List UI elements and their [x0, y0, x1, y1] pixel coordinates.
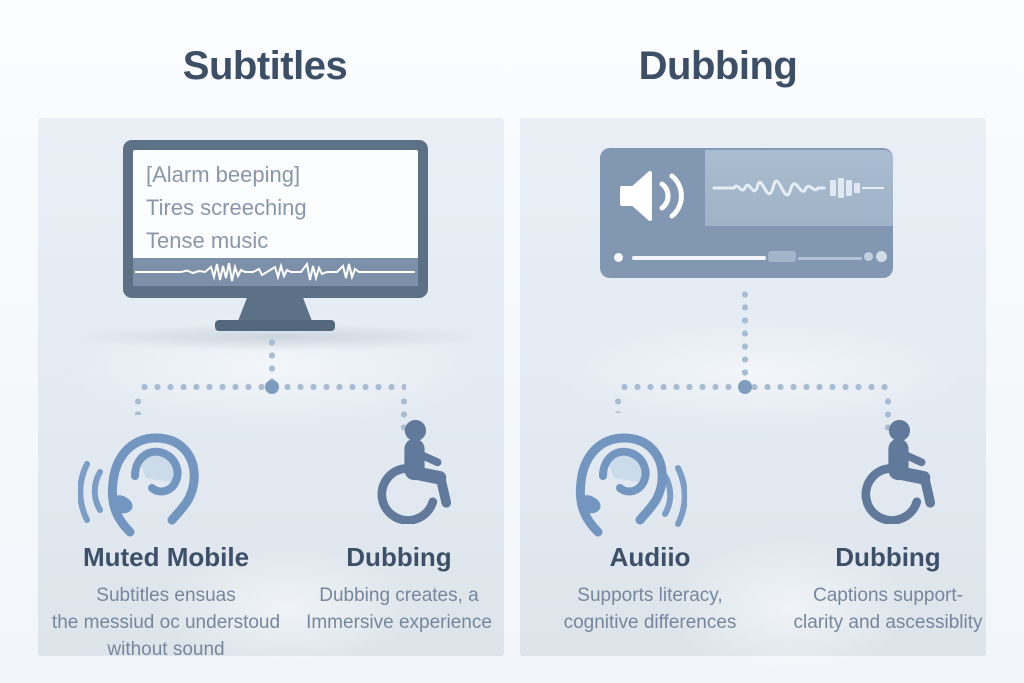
caption-line: Tense music [146, 228, 269, 253]
column-title: Audiio [609, 542, 691, 572]
column-title: Dubbing [835, 542, 941, 572]
tv-monitor: [Alarm beeping] Tires screeching Tense m… [123, 140, 428, 298]
dubbing-panel: Audiio Supports literacy, cognitive diff… [520, 118, 986, 678]
progress-track [632, 256, 766, 260]
subtitle-captions: [Alarm beeping] Tires screeching Tense m… [133, 150, 418, 257]
connector-branch-right [401, 395, 407, 431]
feature-column: Dubbing Captions support- clarity and as… [782, 542, 994, 637]
audio-waveform-display [705, 150, 893, 226]
connector-line-vertical [742, 288, 748, 380]
progress-handle [768, 251, 796, 262]
connector-line-vertical [269, 336, 275, 382]
wheelchair-user-icon [377, 419, 452, 524]
column-title: Dubbing [346, 542, 452, 572]
column-description: Supports literacy, cognitive differences [563, 585, 737, 633]
hearing-ear-icon [78, 433, 199, 537]
right-section-title: Dubbing [638, 44, 798, 88]
caption-line: [Alarm beeping] [146, 162, 301, 187]
connector-junction-dot [265, 380, 279, 394]
tv-screen: [Alarm beeping] Tires screeching Tense m… [133, 150, 418, 286]
feature-column: Dubbing Dubbing creates, a Immersive exp… [296, 542, 502, 637]
left-section-title: Subtitles [182, 44, 348, 88]
audio-player-card [600, 148, 893, 278]
feature-column: Muted Mobile Subtitles ensuas the messiu… [42, 542, 290, 664]
subtitles-panel: [Alarm beeping] Tires screeching Tense m… [38, 118, 504, 668]
player-control-dot [864, 252, 873, 261]
connector-branch-left [615, 395, 621, 413]
progress-track-remaining [798, 257, 862, 260]
wheelchair-user-icon [861, 419, 936, 524]
column-description: Subtitles ensuas the messiud oc understo… [51, 585, 281, 660]
column-title: Muted Mobile [82, 542, 250, 572]
tv-audio-strip [133, 258, 418, 286]
speaker-volume-icon [620, 171, 684, 221]
monitor-stand-neck [238, 298, 312, 321]
feature-column: Audiio Supports literacy, cognitive diff… [526, 542, 774, 637]
connector-branch-right [885, 395, 891, 433]
audio-waveform-icon [712, 178, 884, 198]
connector-line-horizontal [618, 384, 890, 390]
caption-line: Tires screeching [146, 195, 307, 220]
connector-junction-dot [738, 380, 752, 394]
play-position-dot [614, 253, 623, 262]
player-control-dot [876, 251, 887, 262]
hearing-ear-icon [575, 433, 687, 537]
column-description: Captions support- clarity and ascessibli… [793, 585, 983, 633]
column-description: Dubbing creates, a Immersive experience [306, 585, 492, 633]
monitor-stand-base [215, 320, 335, 331]
connector-branch-left [135, 395, 141, 415]
audio-waveform-icon [135, 261, 415, 282]
